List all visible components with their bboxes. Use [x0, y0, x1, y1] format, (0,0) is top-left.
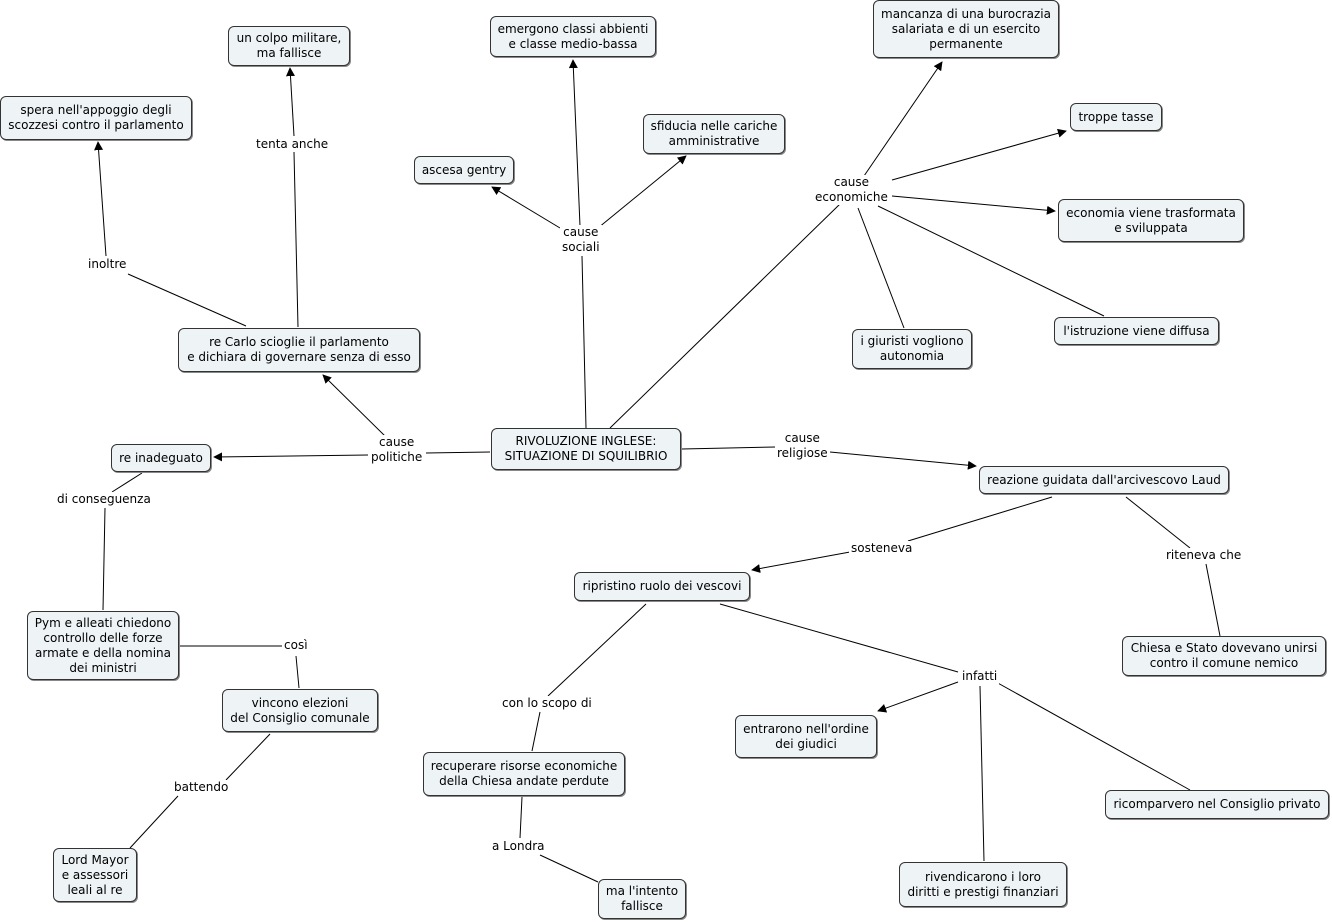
- link-cause-religiose: cause religiose: [775, 431, 830, 461]
- link-cause-economiche: cause economiche: [813, 175, 890, 205]
- concept-burocrazia[interactable]: mancanza di una burocrazia salariata e d…: [873, 0, 1059, 58]
- link-battendo: battendo: [172, 780, 231, 795]
- concept-giudici[interactable]: entrarono nell'ordine dei giudici: [735, 715, 877, 758]
- root-concept[interactable]: RIVOLUZIONE INGLESE: SITUAZIONE DI SQUIL…: [491, 428, 681, 470]
- concept-istruzione[interactable]: l'istruzione viene diffusa: [1054, 317, 1219, 345]
- link-a-londra: a Londra: [490, 839, 547, 854]
- concept-giuristi[interactable]: i giuristi vogliono autonomia: [852, 329, 972, 369]
- concept-consiglio-privato[interactable]: ricomparvero nel Consiglio privato: [1105, 790, 1329, 819]
- link-infatti: infatti: [960, 669, 1000, 684]
- concept-sfiducia[interactable]: sfiducia nelle cariche amministrative: [643, 114, 785, 154]
- concept-emergono-classi[interactable]: emergono classi abbienti e classe medio-…: [490, 16, 656, 57]
- link-cause-sociali: cause sociali: [560, 225, 602, 255]
- concept-reazione-laud[interactable]: reazione guidata dall'arcivescovo Laud: [979, 466, 1229, 494]
- concept-carlo-scioglie[interactable]: re Carlo scioglie il parlamento e dichia…: [178, 328, 420, 372]
- concept-spera-scozzesi[interactable]: spera nell'appoggio degli scozzesi contr…: [0, 96, 192, 140]
- concept-ascesa-gentry[interactable]: ascesa gentry: [414, 156, 514, 184]
- link-inoltre: inoltre: [86, 257, 129, 272]
- concept-lord-mayor[interactable]: Lord Mayor e assessori leali al re: [53, 848, 137, 902]
- link-con-lo-scopo-di: con lo scopo di: [500, 696, 594, 711]
- concept-economia[interactable]: economia viene trasformata e sviluppata: [1058, 199, 1244, 242]
- link-sosteneva: sosteneva: [849, 541, 915, 556]
- concept-intento-fallisce[interactable]: ma l'intento fallisce: [598, 879, 686, 919]
- link-cosi: così: [282, 638, 310, 653]
- concept-pym[interactable]: Pym e alleati chiedono controllo delle f…: [27, 611, 179, 680]
- concept-re-inadeguato[interactable]: re inadeguato: [111, 444, 211, 472]
- concept-vincono-elezioni[interactable]: vincono elezioni del Consiglio comunale: [222, 689, 378, 732]
- concept-rivendicarono[interactable]: rivendicarono i loro diritti e prestigi …: [899, 862, 1067, 907]
- link-tenta-anche: tenta anche: [254, 137, 331, 152]
- concept-ripristino-vescovi[interactable]: ripristino ruolo dei vescovi: [574, 572, 750, 601]
- link-cause-politiche: cause politiche: [369, 435, 425, 465]
- link-riteneva-che: riteneva che: [1164, 548, 1244, 563]
- concept-colpo-militare[interactable]: un colpo militare, ma fallisce: [228, 26, 350, 66]
- link-di-conseguenza: di conseguenza: [55, 492, 153, 507]
- concept-chiesa-stato[interactable]: Chiesa e Stato dovevano unirsi contro il…: [1122, 636, 1326, 676]
- concept-recuperare-risorse[interactable]: recuperare risorse economiche della Chie…: [423, 752, 625, 796]
- concept-troppe-tasse[interactable]: troppe tasse: [1070, 103, 1162, 131]
